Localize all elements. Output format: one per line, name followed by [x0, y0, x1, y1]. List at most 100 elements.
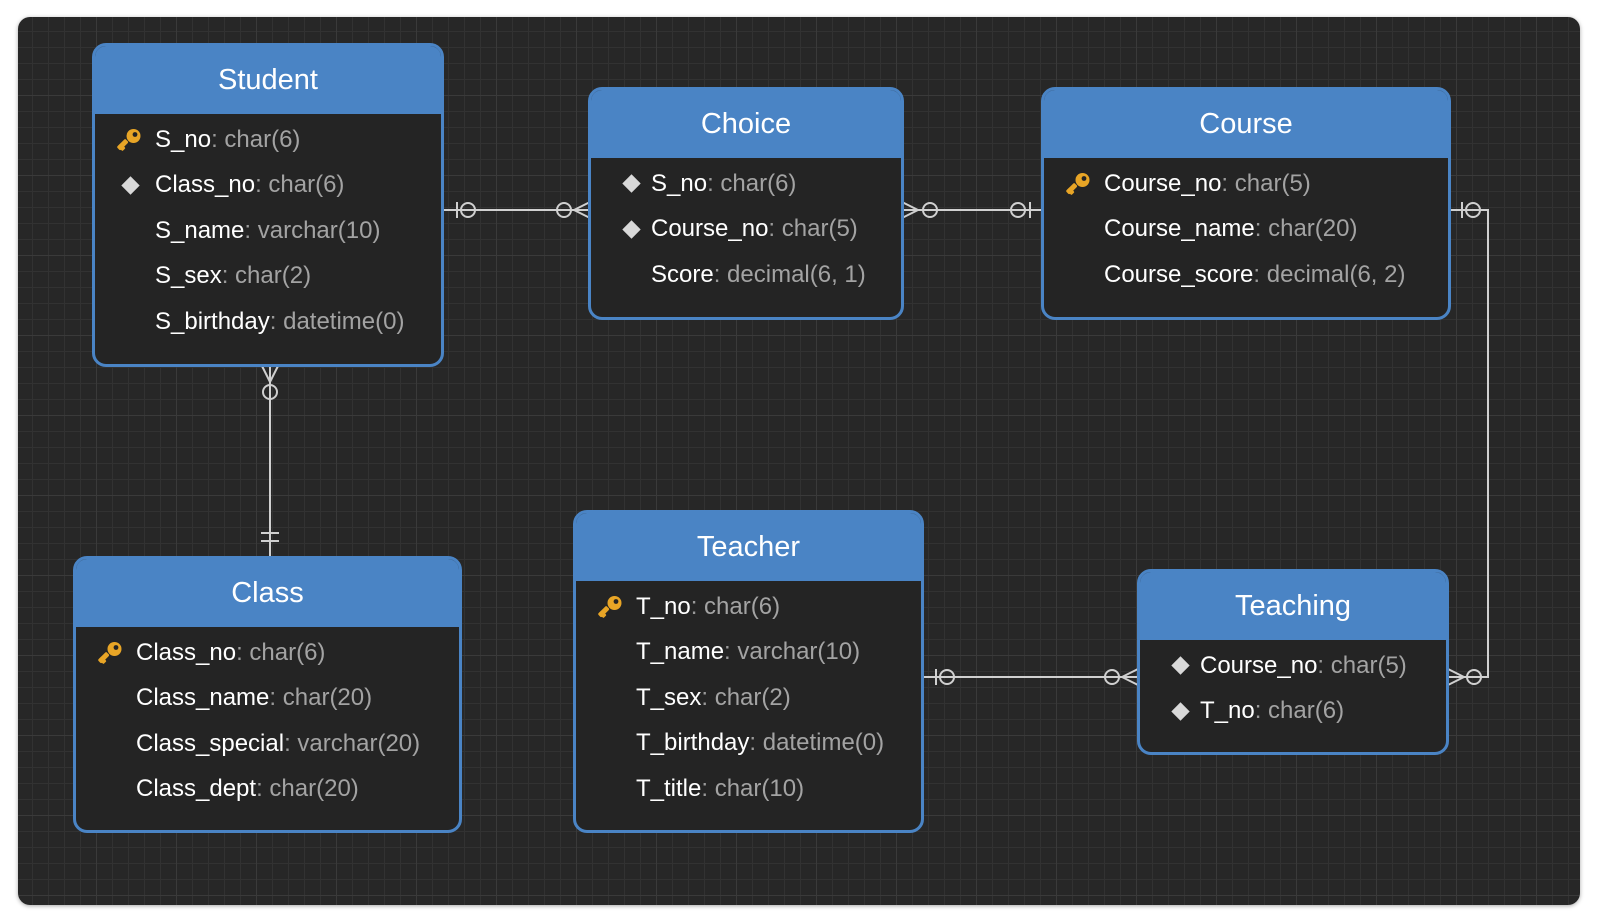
- field-row[interactable]: Course_no: char(5): [1044, 161, 1448, 207]
- field-text: Class_name: char(20): [136, 684, 373, 712]
- field-type: char(5): [1234, 169, 1311, 197]
- field-row[interactable]: S_birthday: datetime(0): [95, 299, 441, 345]
- relationship-teacher-teaching[interactable]: [922, 668, 1139, 686]
- field-type: decimal(6, 2): [1266, 260, 1406, 288]
- entity-title: Student: [95, 46, 441, 114]
- field-row[interactable]: Class_dept: char(20): [76, 767, 459, 813]
- field-row[interactable]: S_no: char(6): [591, 161, 901, 207]
- field-type: char(20): [282, 684, 373, 712]
- entity-choice[interactable]: Choice S_no: char(6) Course_no: char(5) Sc…: [588, 87, 904, 320]
- field-name: Course_no: [1104, 169, 1222, 197]
- field-name: Class_special: [136, 729, 285, 757]
- field-name: T_title: [636, 774, 702, 802]
- field-type: char(6): [704, 592, 781, 620]
- field-text: S_sex: char(2): [155, 262, 312, 290]
- field-name: Score: [651, 260, 714, 288]
- entity-title: Teaching: [1140, 572, 1446, 640]
- field-type: char(20): [1268, 215, 1358, 243]
- field-text: Course_no: char(5): [1200, 651, 1407, 679]
- field-type: char(5): [781, 215, 858, 243]
- field-text: Course_no: char(5): [651, 215, 858, 243]
- entity-course[interactable]: Course Course_no: char(5)Course_name: ch…: [1041, 87, 1451, 320]
- field-row[interactable]: Course_score: decimal(6, 2): [1044, 252, 1448, 298]
- field-name: Class_dept: [136, 775, 257, 803]
- relationship-choice-course[interactable]: [901, 201, 1043, 219]
- entity-class[interactable]: Class Class_no: char(6) Class_name: char(…: [73, 556, 462, 833]
- foreign-key-diamond-icon: [1165, 696, 1195, 726]
- field-list: Class_no: char(6) Class_name: char(20) Cla…: [76, 627, 459, 812]
- field-type: char(6): [268, 171, 345, 199]
- field-row[interactable]: T_birthday: datetime(0): [576, 721, 921, 767]
- field-name: T_sex: [636, 683, 702, 711]
- field-type: char(2): [235, 262, 312, 290]
- field-text: T_no: char(6): [636, 592, 781, 620]
- field-row[interactable]: S_no: char(6): [95, 117, 441, 163]
- field-row[interactable]: T_name: varchar(10): [576, 630, 921, 676]
- field-row[interactable]: T_no: char(6): [1140, 689, 1446, 735]
- field-type: char(6): [720, 169, 797, 197]
- field-name: S_no: [155, 125, 212, 153]
- field-row[interactable]: T_no: char(6): [576, 584, 921, 630]
- foreign-key-diamond-icon: [115, 170, 145, 200]
- field-row[interactable]: Course_no: char(5): [591, 207, 901, 253]
- field-name: T_no: [636, 592, 691, 620]
- field-row[interactable]: T_sex: char(2): [576, 675, 921, 721]
- field-row[interactable]: Class_no: char(6): [95, 163, 441, 209]
- relationship-student-class[interactable]: [261, 365, 279, 557]
- field-name: S_name: [155, 216, 245, 244]
- field-text: Class_no: char(6): [136, 638, 326, 666]
- entity-title: Class: [76, 559, 459, 627]
- field-row[interactable]: Course_no: char(5): [1140, 643, 1446, 689]
- field-text: S_name: varchar(10): [155, 216, 381, 244]
- field-row[interactable]: Course_name: char(20): [1044, 207, 1448, 253]
- field-type: char(6): [1268, 697, 1345, 725]
- field-row[interactable]: S_name: varchar(10): [95, 208, 441, 254]
- field-type: varchar(20): [297, 729, 421, 757]
- relationship-student-choice[interactable]: [443, 201, 591, 219]
- field-text: T_name: varchar(10): [636, 638, 861, 666]
- field-row[interactable]: Class_no: char(6): [76, 630, 459, 676]
- field-list: Course_no: char(5)Course_name: char(20)C…: [1044, 158, 1448, 298]
- field-type: char(5): [1330, 651, 1407, 679]
- field-row[interactable]: Score: decimal(6, 1): [591, 252, 901, 298]
- entity-teacher[interactable]: Teacher T_no: char(6)T_name: varchar(10)…: [573, 510, 924, 833]
- field-type: varchar(10): [257, 216, 381, 244]
- field-list: T_no: char(6) T_name: varchar(10) T_sex: c…: [576, 581, 921, 812]
- relationship-lines: [261, 201, 1489, 686]
- field-text: Course_no: char(5): [1104, 169, 1311, 197]
- field-name: Course_score: [1104, 260, 1254, 288]
- field-text: Course_score: decimal(6, 2): [1104, 260, 1406, 288]
- field-type: datetime(0): [283, 307, 405, 335]
- field-name: S_birthday: [155, 307, 270, 335]
- entity-title: Choice: [591, 90, 901, 158]
- key-icon: [1064, 169, 1094, 199]
- foreign-key-diamond-icon: [616, 214, 646, 244]
- field-list: S_no: char(6) Course_no: char(5) Score: de…: [591, 158, 901, 298]
- field-text: Class_no: char(6): [155, 171, 345, 199]
- field-type: char(2): [714, 683, 791, 711]
- field-text: Class_special: varchar(20): [136, 729, 421, 757]
- field-list: Course_no: char(5) T_no: char(6): [1140, 640, 1446, 734]
- field-name: Course_name: [1104, 215, 1255, 243]
- field-name: Class_no: [136, 638, 237, 666]
- entity-student[interactable]: Student S_no: char(6) Class_no: char(6) S_…: [92, 43, 444, 367]
- field-name: Class_no: [155, 171, 256, 199]
- field-type: datetime(0): [762, 729, 885, 757]
- relationship-course-teaching[interactable]: [1447, 202, 1489, 686]
- field-text: T_title: char(10): [636, 774, 805, 802]
- key-icon: [115, 125, 145, 155]
- field-name: S_no: [651, 169, 708, 197]
- field-text: S_no: char(6): [651, 169, 797, 197]
- field-text: S_birthday: datetime(0): [155, 307, 405, 335]
- field-row[interactable]: T_title: char(10): [576, 766, 921, 812]
- entity-teaching[interactable]: Teaching Course_no: char(5) T_no: char(6): [1137, 569, 1449, 755]
- er-diagram-canvas: Student S_no: char(6) Class_no: char(6) S_…: [18, 17, 1580, 905]
- field-row[interactable]: Class_name: char(20): [76, 676, 459, 722]
- field-type: decimal(6, 1): [727, 260, 866, 288]
- field-row[interactable]: Class_special: varchar(20): [76, 721, 459, 767]
- field-text: S_no: char(6): [155, 125, 301, 153]
- field-type: varchar(10): [737, 638, 861, 666]
- field-row[interactable]: S_sex: char(2): [95, 254, 441, 300]
- field-text: Class_dept: char(20): [136, 775, 359, 803]
- field-type: char(6): [224, 125, 301, 153]
